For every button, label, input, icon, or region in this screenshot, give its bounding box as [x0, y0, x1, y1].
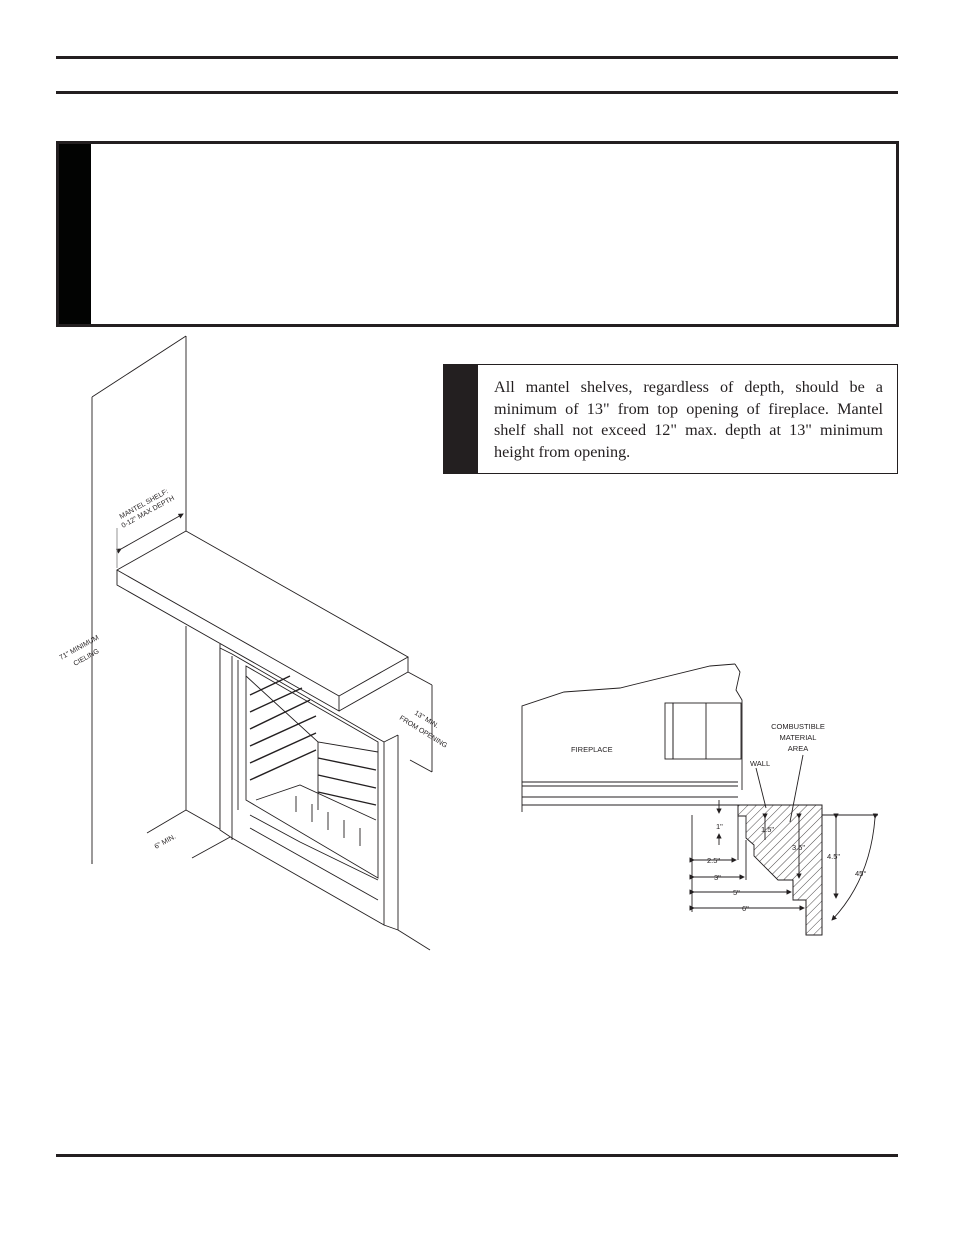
combustible-label-1: COMBUSTIBLE — [771, 722, 825, 731]
fireplace-mantel-figure — [91, 335, 433, 951]
fireplace-label: FIREPLACE — [571, 745, 613, 754]
footer-rule — [56, 1154, 898, 1157]
right-figure-labels: FIREPLACE WALL COMBUSTIBLE MATERIAL AREA… — [571, 722, 866, 913]
dim-3-5-label: 3.5" — [792, 843, 805, 852]
dim-1-label: 1" — [716, 822, 723, 831]
side-clearance-label: 6" MIN. — [154, 833, 178, 850]
combustible-label-2: MATERIAL — [780, 733, 817, 742]
combustible-label-3: AREA — [788, 744, 808, 753]
dim-3-label: 3" — [714, 873, 721, 882]
warning-box-bar — [59, 144, 91, 324]
angle-45-label: 45° — [855, 869, 866, 878]
note-box-bar — [444, 365, 478, 473]
dim-2-5-label: 2.5" — [707, 856, 720, 865]
header-rule-bottom — [56, 91, 898, 94]
dim-4-5-label: 4.5" — [827, 852, 840, 861]
cross-section-figure — [521, 663, 879, 936]
dim-6-label: 6" — [742, 904, 749, 913]
dim-1-5-label: 1.5" — [761, 825, 774, 834]
note-box: All mantel shelves, regardless of depth,… — [443, 364, 898, 474]
warning-box — [56, 141, 899, 327]
header-rule-top — [56, 56, 898, 59]
wall-label: WALL — [750, 759, 770, 768]
note-text: All mantel shelves, regardless of depth,… — [494, 378, 883, 461]
dim-5-label: 5" — [733, 888, 740, 897]
